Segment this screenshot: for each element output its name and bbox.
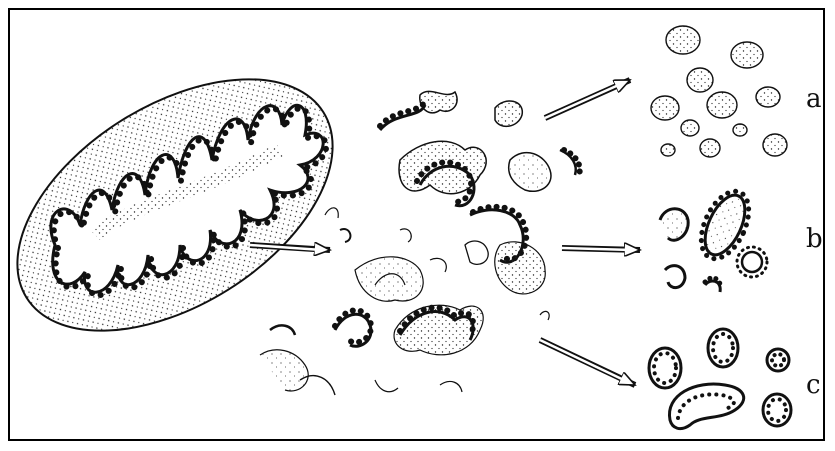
outcome-b-vesicles <box>660 184 767 292</box>
label-c: c <box>806 370 821 400</box>
label-b: b <box>806 224 823 254</box>
outcome-c-vesicles <box>649 329 791 429</box>
mitochondrion <box>0 27 376 382</box>
label-a: a <box>806 84 822 114</box>
outcome-a-vesicles <box>651 26 787 157</box>
